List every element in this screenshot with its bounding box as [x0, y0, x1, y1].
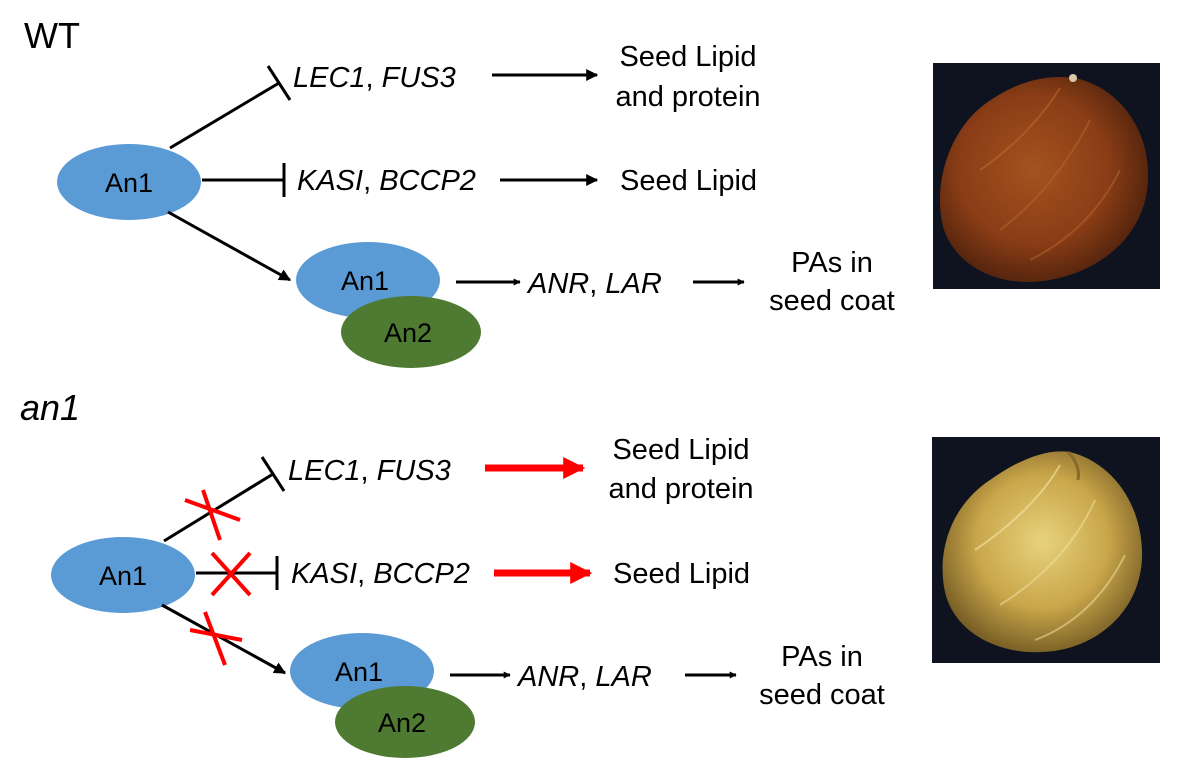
wt-output-2: Seed Lipid [620, 165, 757, 197]
mutant-seed-photo [932, 437, 1160, 663]
mutant-an1-an2-complex: An1 An2 [290, 633, 475, 758]
wt-inhibit-line-1 [169, 81, 280, 150]
wt-output-3-line2: seed coat [769, 285, 895, 317]
mutant-inhibit-line-1 [163, 472, 274, 543]
mutant-an1-ellipse [51, 537, 195, 613]
mutant-genes-anr-lar: ANR, LAR [516, 661, 652, 693]
mutant-panel: an1 An1 LEC1, FUS3 Seed Lipid and protei… [20, 387, 1160, 758]
mutant-arrow-to-complex [161, 603, 287, 675]
wt-genes-kasi-bccp2: KASI, BCCP2 [297, 165, 476, 197]
mutant-panel-title: an1 [20, 387, 80, 428]
mutant-genes-kasi-bccp2: KASI, BCCP2 [291, 558, 470, 590]
wt-genes-lec1-fus3: LEC1, FUS3 [293, 62, 456, 94]
wt-inhibit-bar-1 [266, 65, 292, 101]
mutant-block-mark-2 [210, 551, 252, 597]
mutant-block-mark-3 [189, 611, 243, 666]
wt-output-3-line1: PAs in [791, 247, 873, 279]
wt-an1-ellipse [57, 144, 201, 220]
mutant-inhibit-bar-1 [260, 456, 286, 492]
mutant-an1-node: An1 [51, 537, 195, 613]
mutant-complex-an2-ellipse [335, 686, 475, 758]
wt-an1-label: An1 [105, 168, 153, 198]
wt-output-1-line1: Seed Lipid [619, 41, 756, 73]
wt-panel: WT An1 LEC1, FUS3 Seed Lipid and protein… [24, 15, 1160, 368]
mutant-complex-an2-label: An2 [378, 708, 426, 738]
mutant-output-2: Seed Lipid [613, 558, 750, 590]
wt-output-1-line2: and protein [615, 81, 760, 113]
wt-complex-an1-label: An1 [341, 266, 389, 296]
mutant-output-3-line1: PAs in [781, 641, 863, 673]
wt-panel-title: WT [24, 15, 80, 56]
mutant-complex-an1-label: An1 [335, 657, 383, 687]
mutant-output-3-line2: seed coat [759, 679, 885, 711]
wt-an1-node: An1 [57, 144, 201, 220]
wt-genes-anr-lar: ANR, LAR [526, 268, 662, 300]
mutant-output-1-line1: Seed Lipid [612, 434, 749, 466]
mutant-output-1-line2: and protein [608, 473, 753, 505]
wt-arrow-to-complex [167, 210, 292, 282]
mutant-an1-label: An1 [99, 561, 147, 591]
wt-complex-an2-ellipse [341, 296, 481, 368]
mutant-block-mark-1 [184, 489, 241, 541]
wt-complex-an2-label: An2 [384, 318, 432, 348]
wt-seed-photo [933, 63, 1160, 289]
wt-an1-an2-complex: An1 An2 [296, 242, 481, 368]
mutant-genes-lec1-fus3: LEC1, FUS3 [288, 455, 451, 487]
